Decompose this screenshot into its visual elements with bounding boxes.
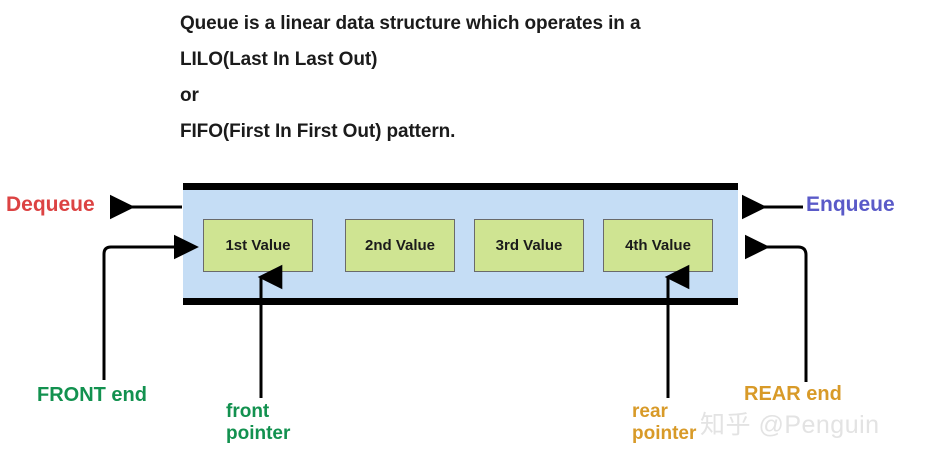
queue-cell: 3rd Value — [474, 219, 584, 272]
description-line-2: LILO(Last In Last Out) — [180, 49, 378, 70]
description-block: Queue is a linear data structure which o… — [180, 14, 800, 158]
rear-pointer-label: rear pointer — [632, 401, 712, 446]
rear-pointer-label-line-2: pointer — [632, 423, 697, 445]
front-pointer-label-line-1: front — [226, 401, 270, 422]
enqueue-label: Enqueue — [806, 193, 895, 216]
front-pointer-label: front pointer — [226, 401, 306, 446]
description-line-3: or — [180, 85, 199, 106]
queue-cell: 1st Value — [203, 219, 313, 272]
watermark: 知乎 @Penguin — [700, 411, 880, 439]
queue-cell: 4th Value — [603, 219, 713, 272]
queue-bottom-bar — [183, 298, 738, 305]
queue-top-bar — [183, 183, 738, 190]
description-line-4: FIFO(First In First Out) pattern. — [180, 121, 456, 142]
queue-cell: 2nd Value — [345, 219, 455, 272]
dequeue-label: Dequeue — [6, 193, 95, 216]
description-line-1: Queue is a linear data structure which o… — [180, 13, 641, 34]
front-end-label: FRONT end — [37, 384, 147, 406]
front-pointer-label-line-2: pointer — [226, 423, 291, 445]
rear-end-arrow — [745, 234, 808, 382]
front-end-arrow — [102, 234, 199, 380]
rear-end-label: REAR end — [744, 383, 842, 405]
rear-pointer-label-line-1: rear — [632, 401, 668, 422]
